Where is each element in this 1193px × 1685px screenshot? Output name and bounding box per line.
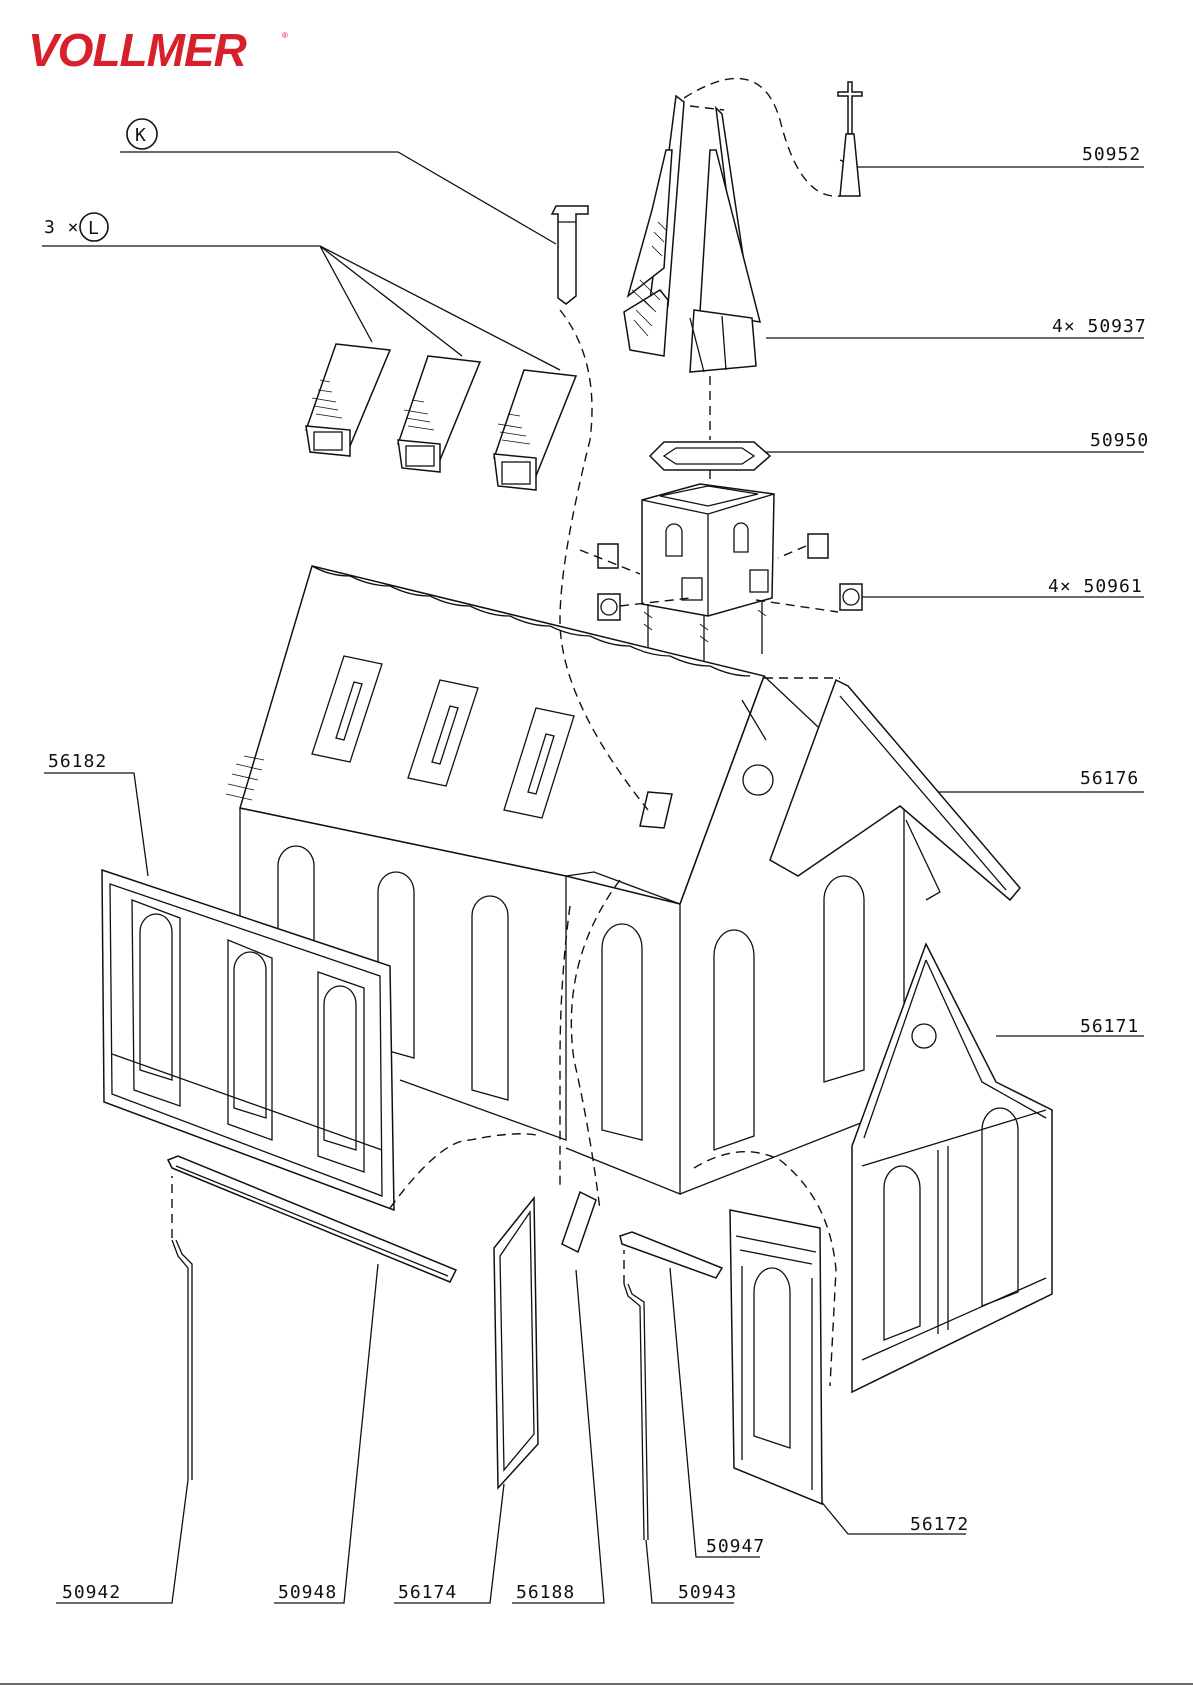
callout-50942: 50942 bbox=[56, 1480, 188, 1603]
side-wall-panel bbox=[102, 870, 394, 1210]
label-56174: 56174 bbox=[398, 1582, 457, 1603]
label-50947: 50947 bbox=[706, 1536, 765, 1557]
front-wall-panel bbox=[730, 1210, 822, 1504]
label-50961: 4× 50961 bbox=[1048, 576, 1143, 597]
label-50948: 50948 bbox=[278, 1582, 337, 1603]
spire-pieces bbox=[624, 96, 760, 372]
callout-56172: 56172 bbox=[820, 1500, 969, 1535]
label-56188: 56188 bbox=[516, 1582, 575, 1603]
k-marker: K bbox=[135, 125, 147, 146]
callout-50950: 50950 bbox=[738, 430, 1149, 452]
dormer-2 bbox=[398, 356, 480, 472]
label-56172: 56172 bbox=[910, 1514, 969, 1535]
callout-50952: 50952 bbox=[840, 144, 1144, 167]
label-56176: 56176 bbox=[1080, 768, 1139, 789]
dormer-3 bbox=[494, 370, 576, 490]
downpipe-right bbox=[624, 1284, 648, 1540]
dormer-1 bbox=[306, 344, 390, 456]
gable-roof-piece bbox=[770, 680, 1020, 900]
callout-56176: 56176 bbox=[922, 768, 1144, 792]
l-marker: L bbox=[88, 218, 100, 239]
callout-50961: 4× 50961 bbox=[862, 576, 1144, 597]
label-50937: 4× 50937 bbox=[1052, 316, 1147, 337]
callout-56182: 56182 bbox=[44, 751, 148, 876]
label-50942: 50942 bbox=[62, 1582, 121, 1603]
pillar-panel bbox=[494, 1198, 538, 1488]
label-50952: 50952 bbox=[1082, 144, 1141, 165]
tower-ring bbox=[650, 442, 770, 470]
gable-wall-panel bbox=[852, 944, 1052, 1392]
gutter-short bbox=[620, 1232, 722, 1278]
l-quantity: 3 × bbox=[44, 217, 80, 238]
main-roof bbox=[226, 566, 764, 904]
tower-body bbox=[642, 484, 774, 616]
downpipe-left bbox=[172, 1240, 192, 1480]
callout-56174: 56174 bbox=[394, 1484, 504, 1603]
label-50943: 50943 bbox=[678, 1582, 737, 1603]
label-50950: 50950 bbox=[1090, 430, 1149, 451]
label-56171: 56171 bbox=[1080, 1016, 1139, 1037]
small-piece bbox=[562, 1192, 596, 1252]
chimney-piece bbox=[552, 206, 588, 304]
spire-top-piece bbox=[838, 82, 862, 196]
callout-56171: 56171 bbox=[996, 1016, 1144, 1037]
callout-l: 3 × L bbox=[42, 213, 560, 370]
callout-50937: 4× 50937 bbox=[766, 316, 1147, 338]
label-56182: 56182 bbox=[48, 751, 107, 772]
callout-k: K bbox=[120, 119, 556, 244]
callout-50948: 50948 bbox=[274, 1264, 378, 1603]
